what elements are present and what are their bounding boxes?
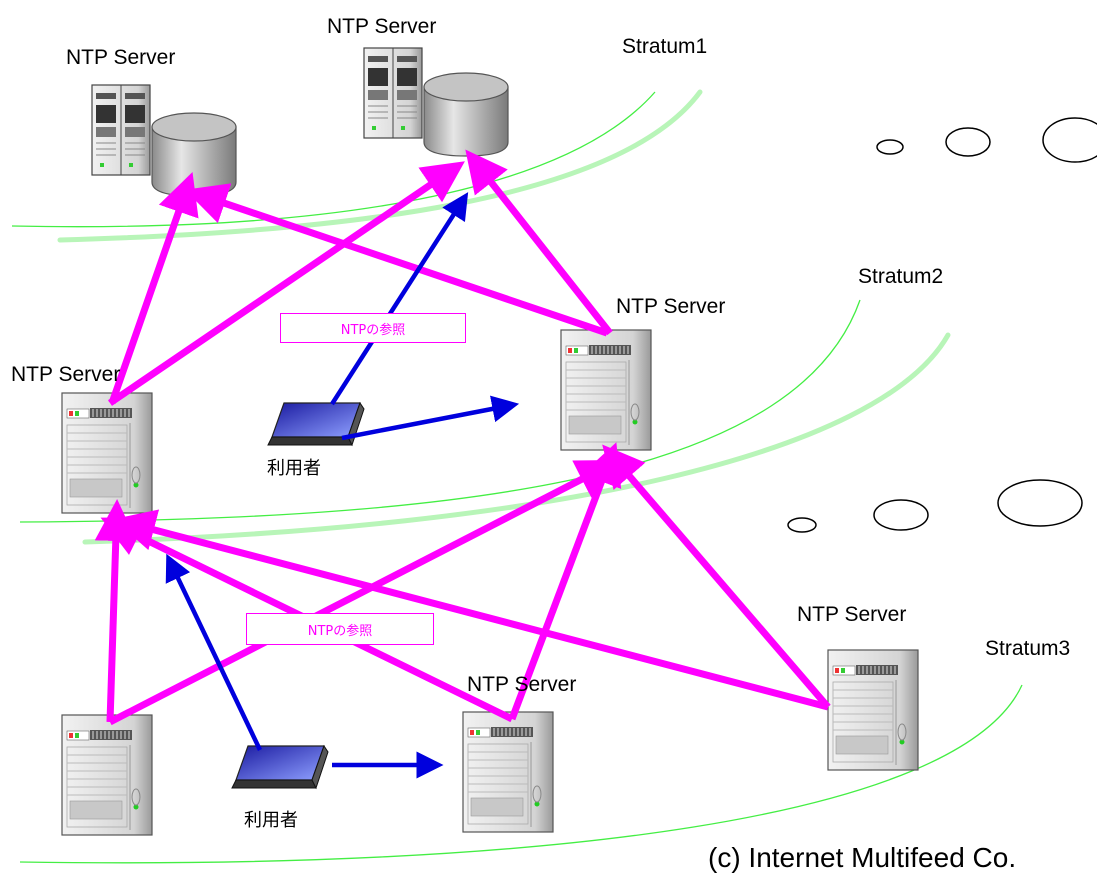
- server-stratum3-left: [61, 714, 153, 836]
- user-label-top: 利用者: [267, 458, 321, 479]
- reference-label-bottom: NTPの参照: [246, 613, 434, 645]
- reference-label-top: NTPの参照: [280, 313, 466, 343]
- reference-arrows: [94, 149, 831, 726]
- user-laptop-bottom: [231, 745, 329, 789]
- stratum1-label: Stratum1: [622, 35, 708, 58]
- server-stratum2-right: [560, 329, 652, 451]
- server-label-s2-right: NTP Server: [616, 295, 726, 318]
- stratum2-label: Stratum2: [858, 265, 944, 288]
- server-label-s2-left: NTP Server: [11, 363, 121, 386]
- server-label-s1-right: NTP Server: [327, 15, 437, 38]
- user-label-bottom: 利用者: [244, 810, 298, 831]
- server-stratum3-middle: [462, 711, 554, 833]
- server-label-s3-right: NTP Server: [797, 603, 907, 626]
- user-query-arrows: [165, 192, 520, 779]
- server-stratum1-left: [91, 84, 237, 197]
- cloud-bubble-icon: [787, 117, 1097, 533]
- server-stratum3-right: [827, 649, 919, 771]
- server-stratum1-right: [363, 47, 509, 157]
- server-stratum2-left: [61, 392, 153, 514]
- copyright-footer: (c) Internet Multifeed Co.: [708, 842, 1017, 873]
- server-label-s1-left: NTP Server: [66, 46, 176, 69]
- stratum3-label: Stratum3: [985, 637, 1071, 660]
- server-label-s3-middle: NTP Server: [467, 673, 577, 696]
